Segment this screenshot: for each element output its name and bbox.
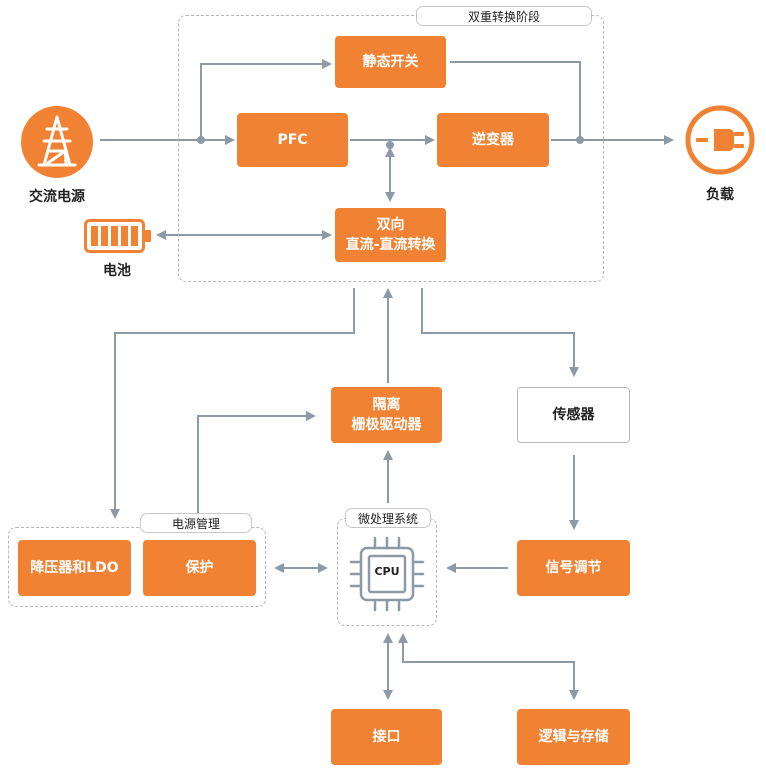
signal-conditioning-label: 信号调节 bbox=[545, 559, 602, 576]
bidirectional-dcdc-label-line2: 直流-直流转换 bbox=[345, 237, 436, 253]
interface-label: 接口 bbox=[372, 728, 401, 745]
junction-output bbox=[576, 136, 584, 144]
junction-dc-bus bbox=[386, 141, 394, 149]
wire-branch-to-static-switch bbox=[200, 59, 332, 140]
junction-input bbox=[197, 136, 205, 144]
double-conversion-stage-group bbox=[178, 15, 604, 282]
cpu-label: CPU bbox=[374, 565, 400, 578]
pfc-label: PFC bbox=[277, 131, 308, 148]
sensor-label: 传感器 bbox=[552, 406, 595, 423]
wire-cpu-to-logic bbox=[398, 633, 579, 700]
cpu-chip-icon bbox=[349, 536, 425, 612]
power-plug-icon bbox=[685, 105, 755, 175]
interface-block: 接口 bbox=[331, 709, 442, 765]
logic-storage-block: 逻辑与存储 bbox=[517, 709, 630, 765]
isolated-gate-driver-label-line1: 隔离 bbox=[372, 396, 401, 413]
wire-power-mgmt-to-gate-driver bbox=[197, 411, 316, 515]
pfc-block: PFC bbox=[237, 113, 348, 167]
static-switch-block: 静态开关 bbox=[335, 36, 446, 88]
sensor-block: 传感器 bbox=[517, 387, 630, 443]
buck-ldo-block: 降压器和LDO bbox=[18, 540, 131, 596]
inverter-label: 逆变器 bbox=[472, 131, 514, 148]
battery-label: 电池 bbox=[103, 263, 131, 279]
power-tower-icon bbox=[21, 106, 93, 178]
isolated-gate-driver-label-line2: 栅极驱动器 bbox=[351, 417, 422, 433]
static-switch-label: 静态开关 bbox=[362, 53, 419, 70]
battery-icon bbox=[84, 219, 151, 253]
load-label: 负载 bbox=[706, 187, 734, 203]
wire-static-switch-to-output bbox=[450, 61, 581, 140]
bidirectional-dcdc-label-line1: 双向 bbox=[376, 216, 405, 233]
wire-stage-to-sensor bbox=[421, 288, 579, 377]
power-management-group bbox=[8, 527, 266, 607]
ac-source-label: 交流电源 bbox=[29, 189, 85, 205]
double-conversion-stage-title: 双重转换阶段 bbox=[416, 6, 592, 26]
signal-conditioning-block: 信号调节 bbox=[517, 540, 630, 596]
wire-stage-to-power-mgmt bbox=[110, 288, 355, 519]
bidirectional-dcdc-block: 双向 直流-直流转换 bbox=[335, 208, 446, 262]
protection-label: 保护 bbox=[185, 559, 214, 576]
microprocessor-system-title: 微处理系统 bbox=[345, 508, 431, 528]
logic-storage-label: 逻辑与存储 bbox=[538, 728, 609, 745]
buck-ldo-label: 降压器和LDO bbox=[30, 559, 119, 576]
protection-block: 保护 bbox=[143, 540, 256, 596]
isolated-gate-driver-block: 隔离 栅极驱动器 bbox=[331, 387, 442, 443]
inverter-block: 逆变器 bbox=[437, 113, 549, 167]
power-management-title: 电源管理 bbox=[140, 513, 252, 533]
